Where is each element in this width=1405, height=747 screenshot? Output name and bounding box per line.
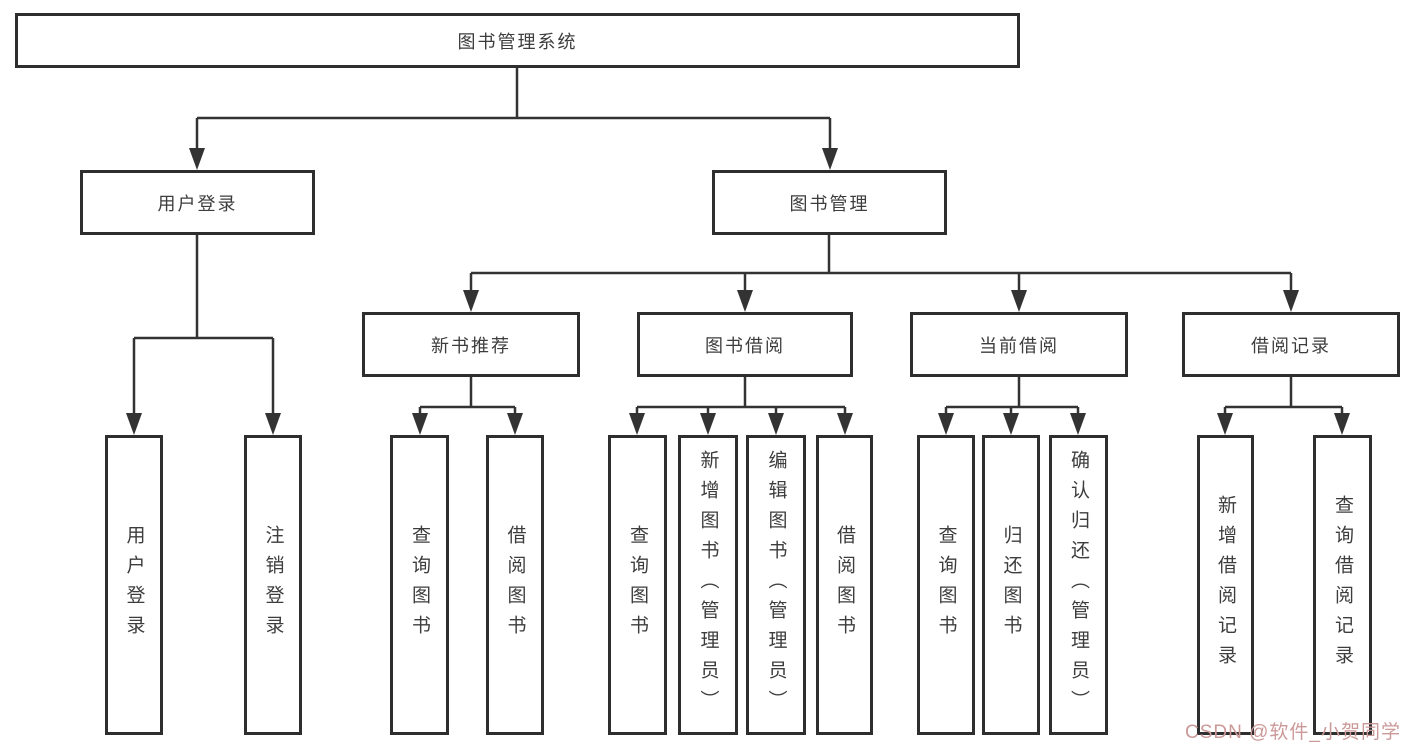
connector-records-to-leaves — [1223, 377, 1344, 416]
leaf-user-login: 用户登录 — [105, 435, 163, 735]
leaf-logout: 注销登录 — [244, 435, 302, 735]
csdn-watermark: CSDN @软件_小贺同学 — [1185, 722, 1401, 743]
connector-borrowing-to-leaves — [635, 377, 847, 416]
leaf-current-query-books: 查询图书 — [917, 435, 975, 735]
arrowheads — [126, 148, 1350, 435]
connector-newbook-to-leaves — [418, 377, 517, 416]
connector-current-to-leaves — [944, 377, 1080, 416]
leaf-borrowing-borrow-books: 借阅图书 — [816, 435, 873, 735]
connector-userlogin-to-leaves — [132, 235, 275, 416]
leaf-current-confirm-return-admin: 确认归还（管理员） — [1049, 435, 1108, 735]
leaf-borrowing-edit-books-admin: 编辑图书（管理员） — [746, 435, 806, 735]
node-user-login: 用户登录 — [80, 170, 315, 235]
node-borrow-records: 借阅记录 — [1182, 312, 1400, 377]
connector-bookmgmt-to-level3 — [469, 235, 1293, 292]
leaf-records-add-borrow-record: 新增借阅记录 — [1197, 435, 1254, 735]
leaf-borrowing-query-books: 查询图书 — [608, 435, 667, 735]
leaf-newbook-query-books: 查询图书 — [390, 435, 449, 735]
leaf-newbook-borrow-books: 借阅图书 — [486, 435, 544, 735]
node-book-borrowing: 图书借阅 — [637, 312, 853, 377]
leaf-current-return-books: 归还图书 — [982, 435, 1040, 735]
node-new-book-recommend: 新书推荐 — [362, 312, 580, 377]
leaf-records-query-borrow-record: 查询借阅记录 — [1313, 435, 1372, 735]
leaf-borrowing-add-books-admin: 新增图书（管理员） — [678, 435, 738, 735]
node-book-management: 图书管理 — [712, 170, 947, 235]
node-library-management-system: 图书管理系统 — [15, 13, 1020, 68]
node-current-borrowing: 当前借阅 — [910, 312, 1128, 377]
connector-root-to-level2 — [195, 68, 832, 150]
